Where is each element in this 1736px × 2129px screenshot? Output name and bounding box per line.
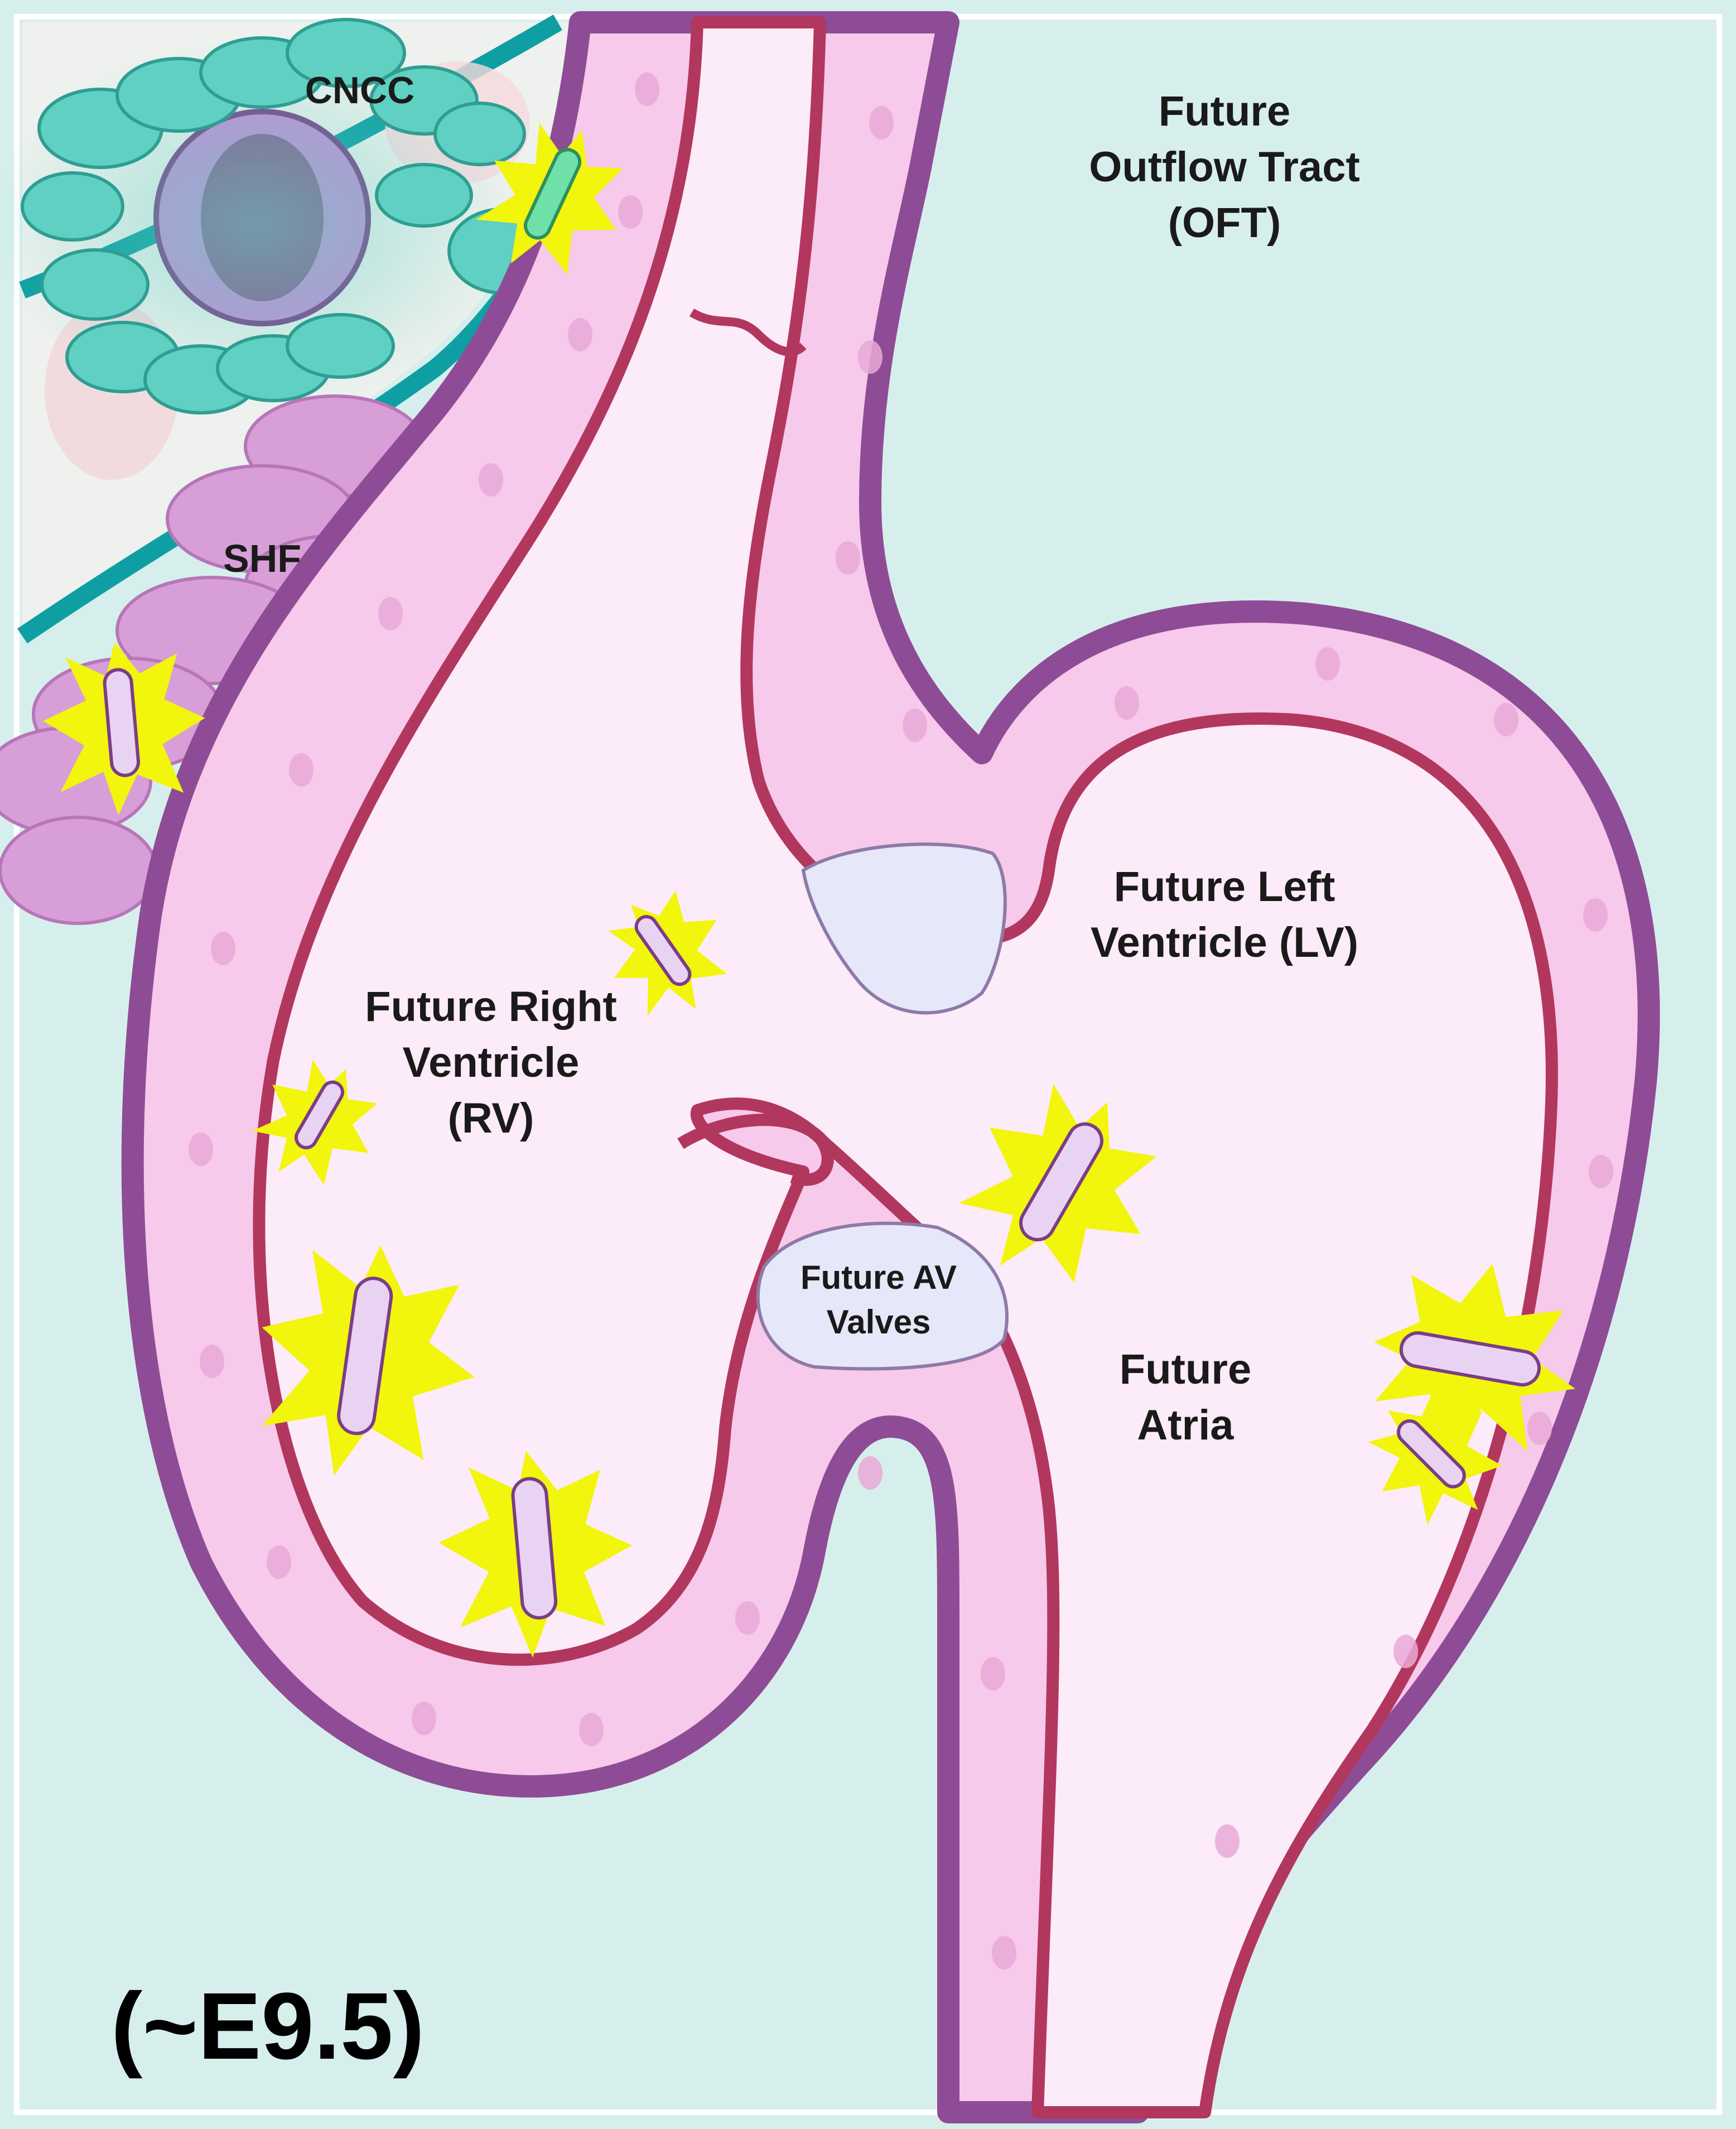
label-oft: Future Outflow Tract (OFT) <box>1089 88 1360 247</box>
cilium-atria-upper <box>1374 1264 1575 1452</box>
cilium-shf <box>43 642 205 816</box>
svg-text:Valves: Valves <box>827 1303 931 1341</box>
svg-text:Future AV: Future AV <box>801 1259 957 1296</box>
cncc-cells <box>0 18 557 415</box>
svg-text:Ventricle: Ventricle <box>403 1039 580 1086</box>
svg-text:Atria: Atria <box>1137 1401 1234 1449</box>
av-septum <box>677 1114 834 1186</box>
svg-text:Future: Future <box>1159 88 1290 135</box>
label-shf: SHF <box>223 537 301 580</box>
cilia-group <box>43 123 1575 1658</box>
label-lv: Future Left Ventricle (LV) <box>1091 863 1358 966</box>
cilium-cncc <box>476 123 623 275</box>
svg-text:(OFT): (OFT) <box>1168 199 1281 247</box>
cilium-rv-lower <box>262 1245 475 1476</box>
svg-text:Future Left: Future Left <box>1114 863 1335 911</box>
cilium-av <box>958 1083 1157 1283</box>
oft-cushion <box>801 842 1007 1015</box>
av-cushion <box>756 1221 1009 1371</box>
svg-text:Future Right: Future Right <box>365 983 617 1030</box>
cilium-rv-bottom <box>438 1451 633 1658</box>
svg-text:Outflow Tract: Outflow Tract <box>1089 143 1360 191</box>
svg-text:(RV): (RV) <box>448 1095 534 1142</box>
label-rv: Future Right Ventricle (RV) <box>365 983 617 1142</box>
label-atria: Future Atria <box>1120 1346 1251 1449</box>
cilium-lv-septum <box>608 890 727 1016</box>
label-cncc: CNCC <box>305 69 414 112</box>
cilium-rv-wall <box>252 1059 378 1186</box>
svg-text:Ventricle (LV): Ventricle (LV) <box>1091 919 1358 966</box>
stage-label: (~E9.5) <box>111 1973 425 2079</box>
oft-ridge <box>689 309 807 357</box>
myocardial-cells <box>189 73 1613 1969</box>
label-av-valves: Future AV Valves <box>801 1259 957 1341</box>
cilium-atria-lower <box>1368 1386 1503 1525</box>
svg-text:Future: Future <box>1120 1346 1251 1393</box>
